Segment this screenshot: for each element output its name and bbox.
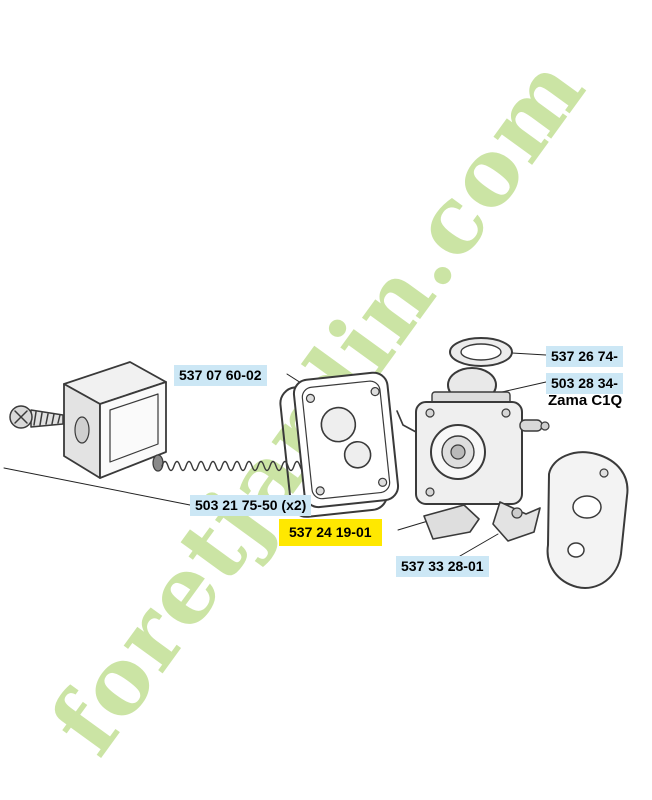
part-label-carburetor[interactable]: 503 28 34-: [546, 373, 623, 394]
leader-line: [501, 381, 547, 393]
part-label-screws[interactable]: 503 21 75-50 (x2): [190, 495, 312, 516]
seal-ring: [449, 337, 513, 367]
spring-rod: [152, 454, 307, 472]
leader-line: [397, 520, 429, 531]
leader-line: [3, 467, 191, 506]
intake-spacer: [423, 504, 480, 540]
air-filter-housing: [546, 451, 629, 589]
carburetor-model-label: Zama C1Q: [548, 392, 623, 409]
part-label-air-filter-housing[interactable]: 537 33 28-01: [396, 556, 489, 577]
air-filter: [63, 361, 167, 479]
leader-line: [459, 533, 499, 557]
carburetor: [396, 367, 550, 542]
part-label-intake-spacer-highlighted[interactable]: 537 24 19-01: [281, 521, 380, 544]
leader-line: [511, 352, 547, 356]
filter-cover: [292, 371, 400, 509]
mounting-screw-icon: [9, 405, 64, 429]
part-label-filter-cover-gasket[interactable]: 537 07 60-02: [174, 365, 267, 386]
leader-lines: [3, 352, 547, 557]
part-label-seal-ring[interactable]: 537 26 74-: [546, 346, 623, 367]
